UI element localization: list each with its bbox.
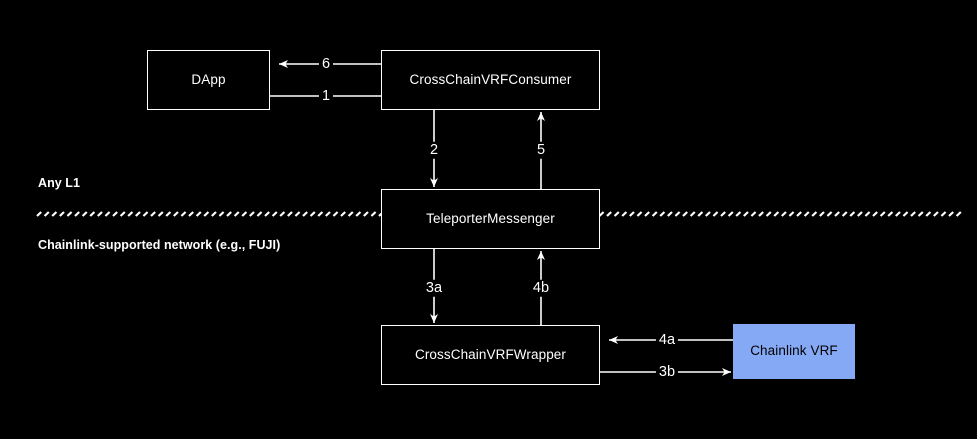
edge-label-e3a: 3a bbox=[422, 279, 446, 297]
edge-label-e2: 2 bbox=[426, 141, 442, 159]
node-crosschainvrfwrapper-label: CrossChainVRFWrapper bbox=[414, 346, 567, 362]
node-dapp-label: DApp bbox=[191, 71, 226, 87]
node-dapp[interactable]: DApp bbox=[147, 50, 270, 110]
edge-label-e5: 5 bbox=[533, 141, 549, 159]
node-chainlink-vrf[interactable]: Chainlink VRF bbox=[733, 324, 855, 379]
edge-label-e3b: 3b bbox=[655, 363, 679, 381]
node-teleportermessenger[interactable]: TeleporterMessenger bbox=[381, 189, 600, 249]
node-crosschainvrfwrapper[interactable]: CrossChainVRFWrapper bbox=[381, 325, 600, 385]
edge-label-e1: 1 bbox=[318, 87, 334, 105]
node-teleportermessenger-label: TeleporterMessenger bbox=[426, 210, 555, 226]
edge-label-e4a: 4a bbox=[655, 331, 679, 349]
node-crosschainvrfconsumer[interactable]: CrossChainVRFConsumer bbox=[381, 50, 600, 110]
node-crosschainvrfconsumer-label: CrossChainVRFConsumer bbox=[409, 71, 572, 87]
edge-label-e6: 6 bbox=[318, 55, 334, 73]
node-chainlink-vrf-label: Chainlink VRF bbox=[750, 343, 838, 359]
zone-label-any-l1: Any L1 bbox=[38, 176, 80, 190]
zone-label-chainlink-network: Chainlink-supported network (e.g., FUJI) bbox=[38, 238, 281, 252]
edge-label-e4b: 4b bbox=[529, 279, 553, 297]
